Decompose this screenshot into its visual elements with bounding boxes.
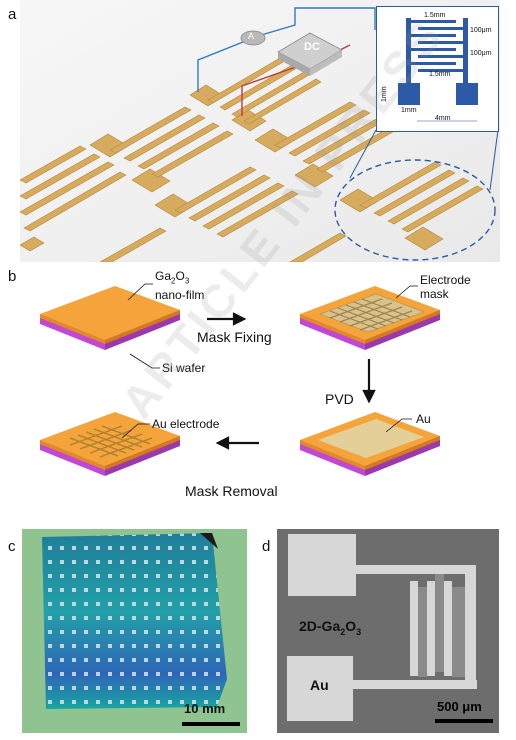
photo-scale-label: 10 mm — [184, 701, 226, 716]
inset-electrode-drawing — [398, 18, 478, 122]
dim-gap-bottom: 100μm — [470, 50, 492, 57]
dim-pad-height: 1mm — [381, 86, 388, 102]
dim-total-width: 4mm — [435, 115, 451, 122]
dimension-inset: 1.5mm 100μm 100μm 1.5mm 1mm 1mm 4mm — [376, 6, 499, 132]
label-mask-removal: Mask Removal — [185, 483, 278, 499]
panel-d-label: d — [262, 538, 271, 555]
photo-chip-graphic — [42, 533, 227, 709]
dim-pad-width: 1mm — [401, 107, 417, 114]
dim-finger-length: 1.5mm — [424, 12, 446, 19]
label-pvd: PVD — [325, 391, 354, 407]
dim-gap-top: 100μm — [470, 27, 492, 34]
substrate-bare — [40, 286, 180, 350]
photo-scale-bar — [182, 722, 240, 726]
panel-b-process-diagram — [40, 283, 440, 476]
sem-scale-bar — [435, 719, 493, 723]
dc-source-label: DC — [304, 41, 320, 53]
ammeter-label: A — [248, 31, 255, 41]
panel-a-label: a — [8, 6, 17, 23]
label-si-wafer: Si wafer — [162, 361, 206, 375]
sem-image: 2D-Ga2O3 Au 500 μm — [277, 529, 499, 733]
sem-electrode-graphic — [287, 534, 477, 721]
sample-photo: 10 mm — [22, 529, 247, 733]
label-au-electrode: Au electrode — [152, 417, 220, 431]
sem-au-label: Au — [310, 677, 329, 693]
substrate-au-layer — [300, 412, 440, 476]
label-mask-fixing: Mask Fixing — [197, 329, 272, 345]
substrate-mask — [300, 286, 440, 350]
sem-scale-label: 500 μm — [437, 699, 482, 714]
label-au: Au — [416, 412, 431, 426]
panel-c-label: c — [8, 538, 16, 555]
panel-b-label: b — [8, 268, 17, 285]
sem-material-label: 2D-Ga2O3 — [299, 618, 362, 637]
label-ga2o3-nanofilm: Ga2O3 nano-film — [155, 269, 205, 303]
substrate-electrodes — [40, 412, 180, 476]
dim-finger-length-2: 1.5mm — [429, 71, 451, 78]
